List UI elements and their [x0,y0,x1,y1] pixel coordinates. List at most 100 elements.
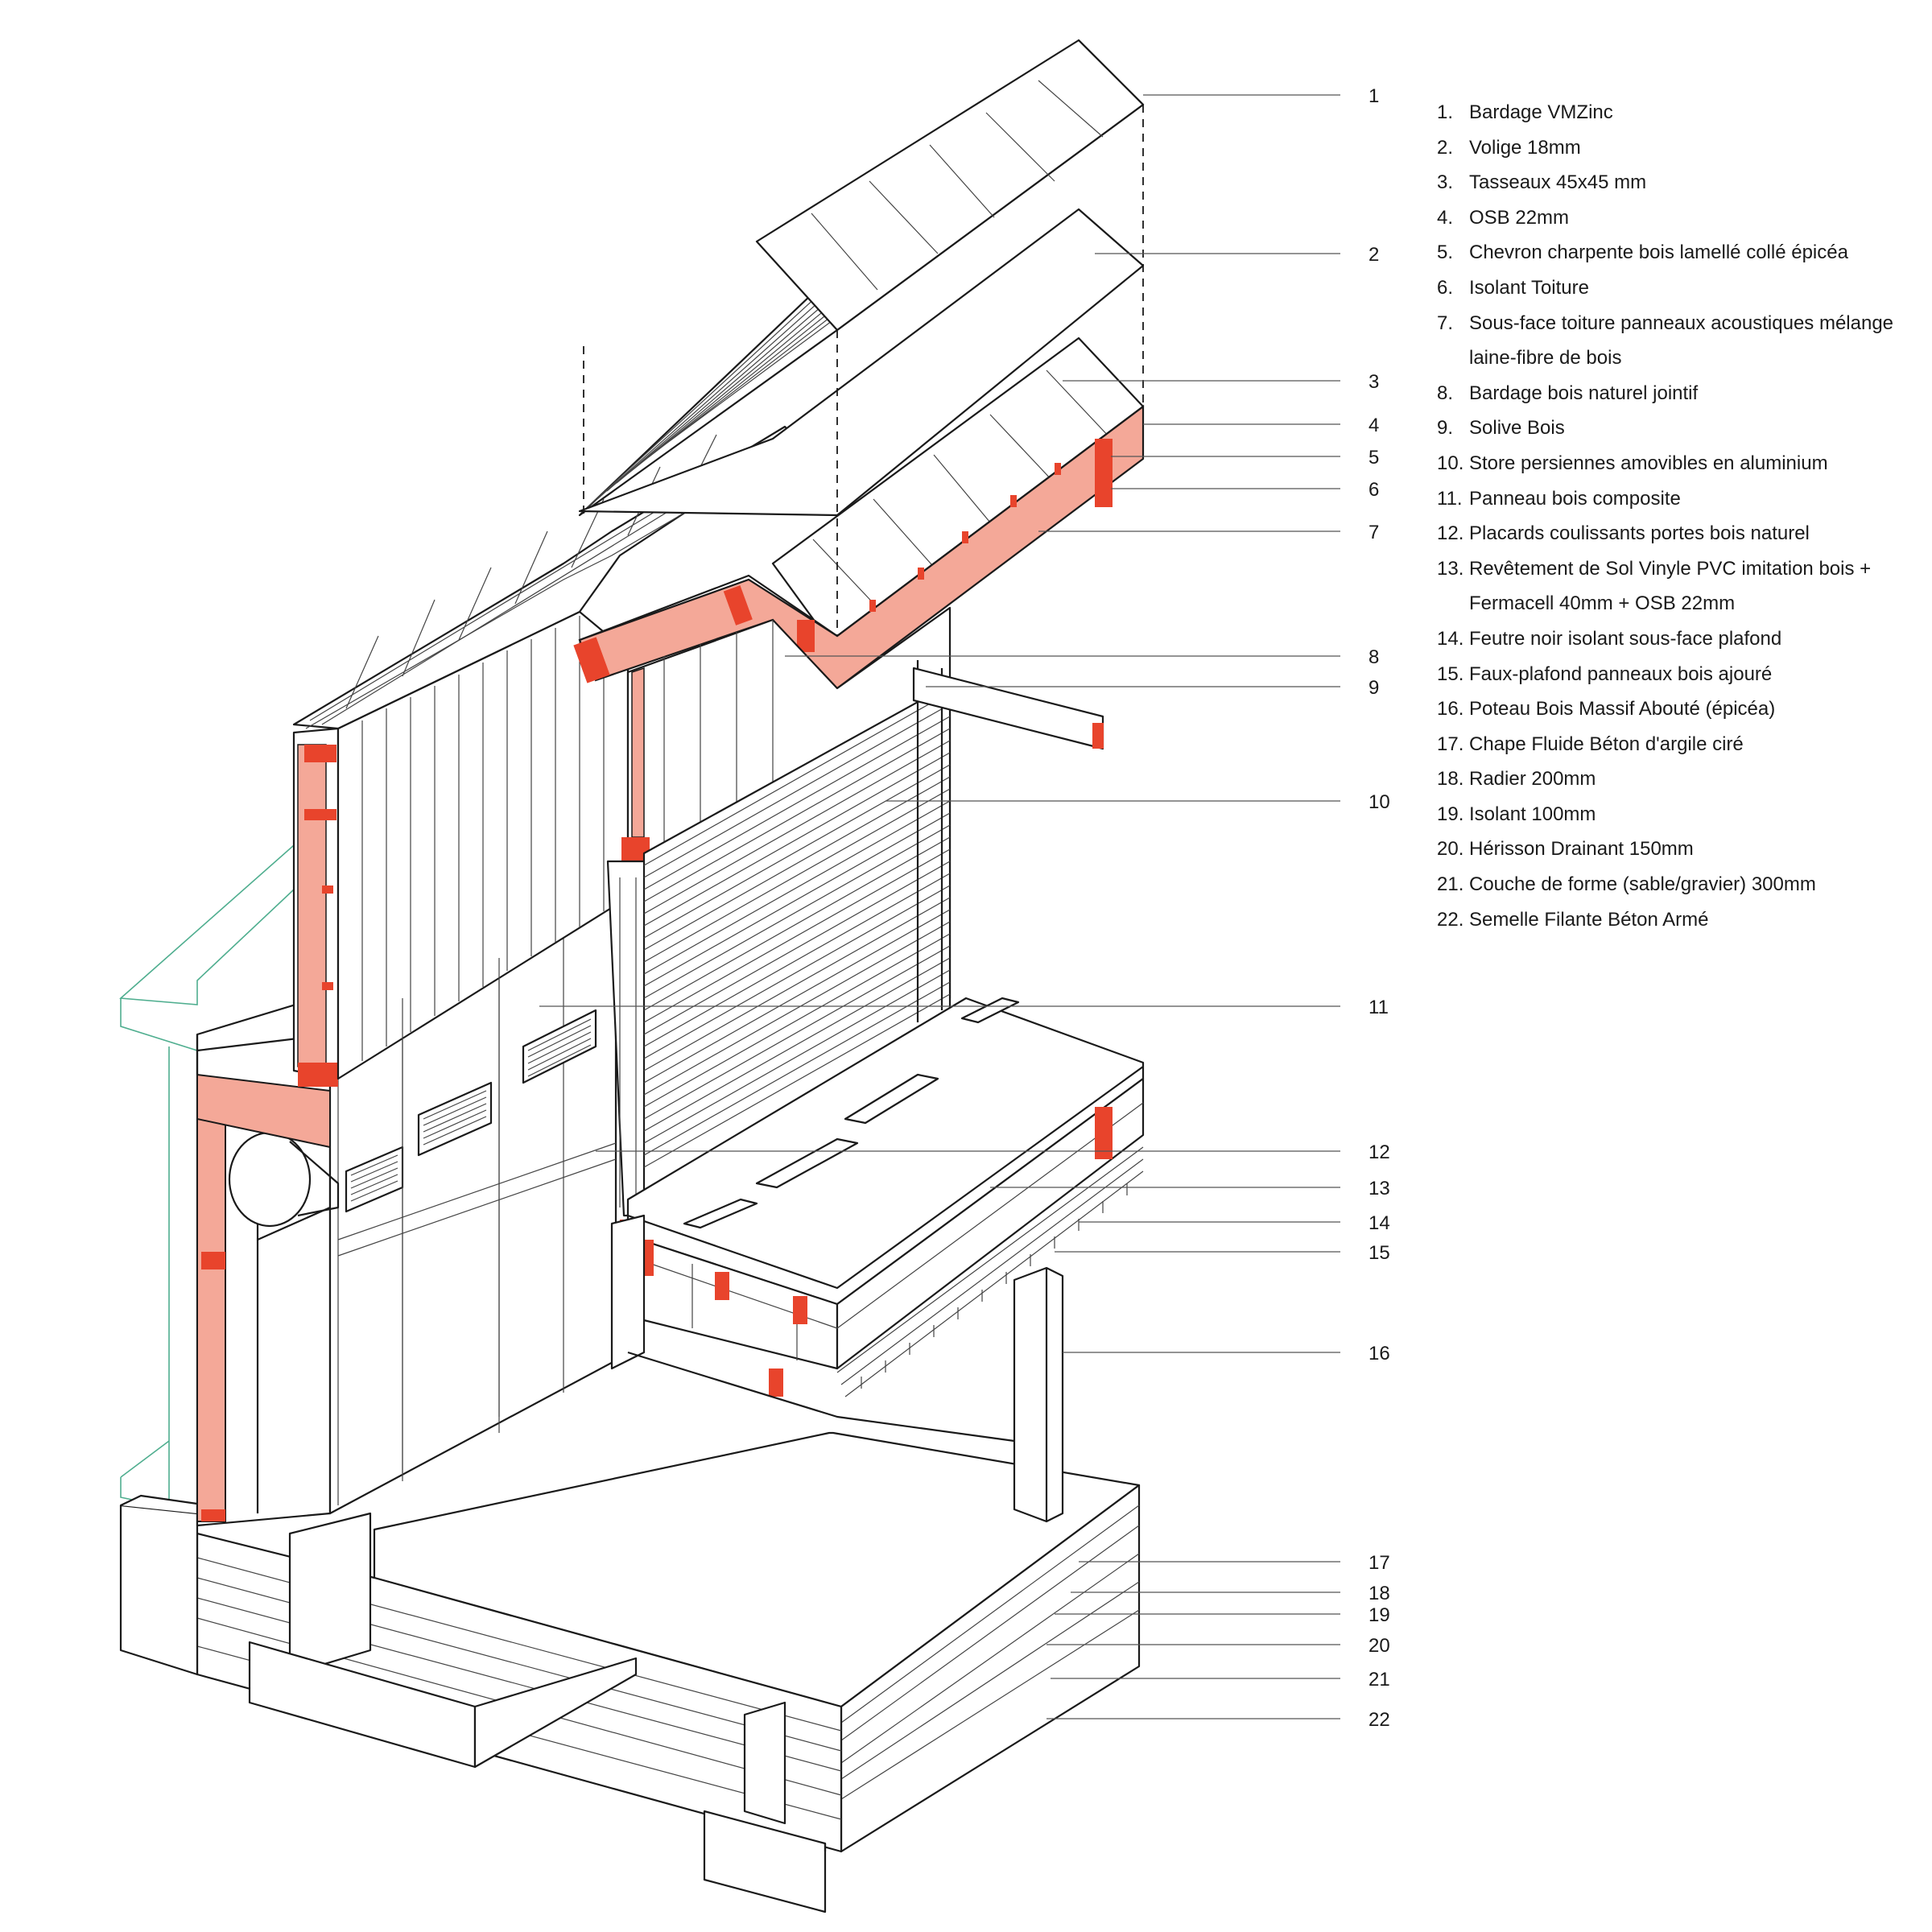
legend-text: Isolant 100mm [1469,803,1596,825]
upper-wall-cladding [292,610,630,1087]
rafter [797,620,815,652]
legend-text: OSB 22mm [1469,206,1570,229]
legend-number: 15. [1437,663,1464,685]
rafter [962,531,968,543]
callout-number: 4 [1368,415,1379,436]
legend-item: 10.Store persiennes amovibles en alumini… [1437,446,1920,481]
legend-text: Solive Bois [1469,417,1565,440]
legend-text: Chevron charpente bois lamellé collé épi… [1469,242,1848,264]
legend-item: 21.Couche de forme (sable/gravier) 300mm [1437,867,1920,902]
legend-text: Poteau Bois Massif Abouté (épicéa) [1469,698,1776,720]
legend-number: 17. [1437,733,1464,755]
legend-text: Panneau bois composite [1469,487,1681,510]
wall-stud [322,982,333,990]
ventilation-duct [228,1131,312,1228]
legend-item: 2.Volige 18mm [1437,130,1920,166]
callout-number: 2 [1368,244,1379,266]
materials-legend: 1. Bardage VMZinc 2.Volige 18mm 3. Tasseau… [1437,95,1920,937]
legend-text: Hérisson Drainant 150mm [1469,838,1694,861]
legend-item: 4.OSB 22mm [1437,200,1920,236]
legend-text: Chape Fluide Béton d'argile ciré [1469,733,1744,755]
wall-stud [201,1252,225,1269]
legend-text: Tasseaux 45x45 mm [1469,171,1647,194]
legend-text: Sous-face toiture panneaux acoustiques m… [1469,312,1894,369]
legend-text: Bardage VMZinc [1469,101,1613,123]
legend-text: Store persiennes amovibles en aluminium [1469,452,1828,474]
floor-joist [1095,1107,1113,1159]
callout-number: 15 [1368,1242,1390,1264]
legend-text: Couche de forme (sable/gravier) 300mm [1469,873,1816,896]
louvre-blinds [642,660,1104,1193]
leader-lines [539,94,1340,1719]
legend-item: 9.Solive Bois [1437,411,1920,446]
callout-number: 8 [1368,646,1379,668]
wall-stud [322,886,333,894]
legend-item: 12.Placards coulissants portes bois natu… [1437,516,1920,551]
legend-number: 21. [1437,873,1464,896]
rafter [918,568,924,580]
rafter [869,600,876,612]
floor-joist [769,1368,783,1397]
legend-number: 3. [1437,171,1454,194]
legend-item: 11. Panneau bois composite [1437,481,1920,517]
inner-wall [402,958,1015,1473]
callout-number: 21 [1368,1669,1390,1690]
wall-stud [304,809,336,820]
legend-number: 14. [1437,627,1464,650]
legend-text: Volige 18mm [1469,136,1581,159]
wall-stud [304,745,336,762]
legend-number: 1. [1437,101,1454,123]
legend-number: 20. [1437,838,1464,861]
roof-insulation-section [573,404,1145,690]
legend-number: 5. [1437,242,1454,264]
rafter [1055,463,1061,475]
callout-number: 12 [1368,1141,1390,1163]
roof-batten-board [578,208,1145,517]
legend-number: 11. [1437,487,1463,510]
callout-number: 10 [1368,791,1390,813]
lintel-insulation [196,1073,331,1149]
legend-text: Semelle Filante Béton Armé [1469,908,1709,931]
joist-end [1092,723,1104,749]
wall-vent [345,1146,404,1213]
callout-number: 6 [1368,479,1379,501]
foundation-slab [119,1431,1141,1913]
roof-zinc-cladding [578,39,1145,517]
legend-item: 16.Poteau Bois Massif Abouté (épicéa) [1437,691,1920,727]
rafter [1095,439,1113,507]
legend-text: Feutre noir isolant sous-face plafond [1469,627,1782,650]
callout-number: 1 [1368,85,1379,107]
wall-vent [522,1009,597,1084]
legend-item: 7. Sous-face toiture panneaux acoustiques… [1437,306,1920,376]
legend-item: 14.Feutre noir isolant sous-face plafond [1437,621,1920,657]
wall-vent [417,1081,493,1157]
callout-number: 14 [1368,1212,1390,1234]
legend-item: 22.Semelle Filante Béton Armé [1437,902,1920,938]
floor-joist [793,1296,807,1324]
legend-item: 8.Bardage bois naturel jointif [1437,376,1920,411]
callout-number: 7 [1368,522,1379,543]
legend-number: 22. [1437,908,1464,931]
legend-text: Faux-plafond panneaux bois ajouré [1469,663,1773,685]
legend-item: 15.Faux-plafond panneaux bois ajouré [1437,657,1920,692]
legend-text: Bardage bois naturel jointif [1469,382,1699,404]
legend-item: 6. Isolant Toiture [1437,270,1920,306]
legend-text: Isolant Toiture [1469,276,1589,299]
legend-text: Placards coulissants portes bois naturel [1469,522,1810,545]
timber-post [1013,1266,1064,1523]
callout-number: 9 [1368,677,1379,699]
rafter [1010,495,1017,507]
legend-number: 7. [1437,312,1454,334]
callout-number: 22 [1368,1709,1390,1731]
callout-number: 20 [1368,1635,1390,1657]
callout-number: 17 [1368,1552,1390,1574]
wall-stud [298,1063,338,1087]
floor-joist [715,1272,729,1300]
legend-item: 1. Bardage VMZinc [1437,95,1920,130]
legend-number: 6. [1437,276,1454,299]
legend-number: 12. [1437,522,1464,545]
legend-item: 17.Chape Fluide Béton d'argile ciré [1437,727,1920,762]
callout-number: 18 [1368,1583,1390,1604]
legend-item: 3. Tasseaux 45x45 mm [1437,165,1920,200]
